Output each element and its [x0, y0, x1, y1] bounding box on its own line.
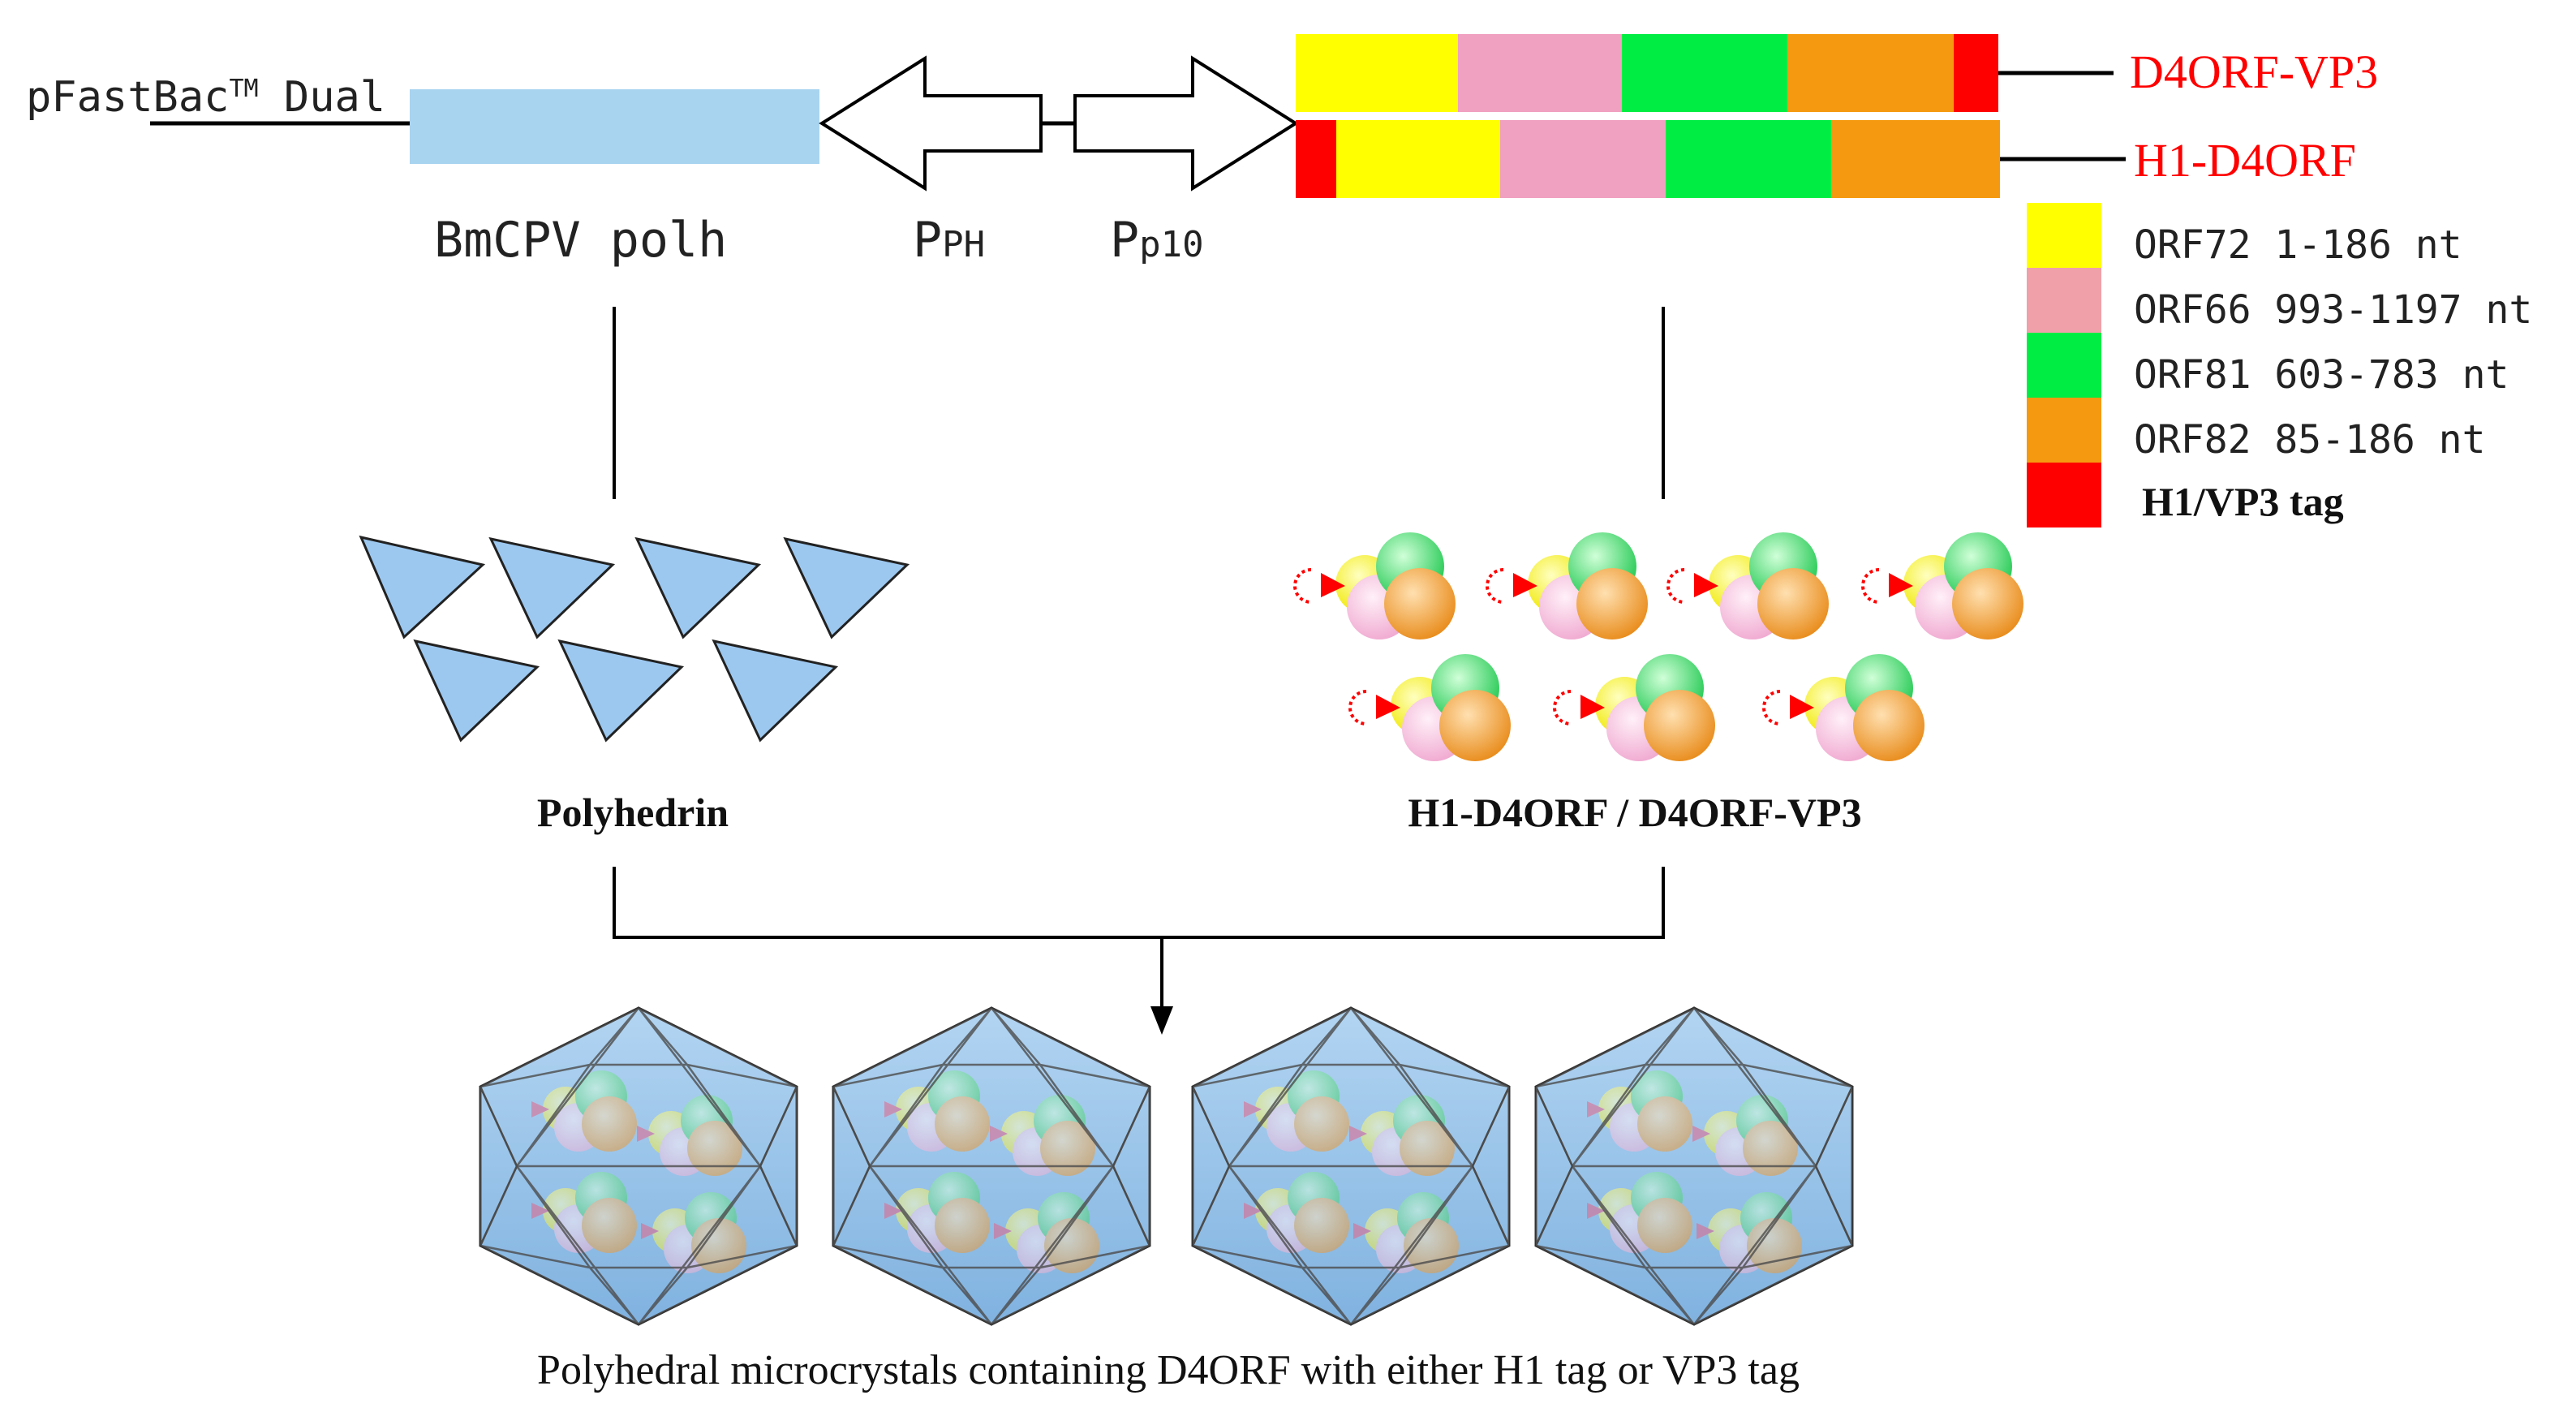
- legend: ORF72 1-186 nt ORF66 993-1197 nt ORF81 6…: [2027, 203, 2532, 527]
- legend-swatch-orf81: [2027, 333, 2101, 398]
- fusion-protein: [1553, 652, 1717, 763]
- fusion-protein: [1762, 652, 1926, 763]
- fusion-protein: [1666, 531, 1830, 641]
- polyhedral-crystal: [833, 1008, 1150, 1324]
- polyhedrin-triangle: [488, 536, 616, 639]
- polyhedral-crystal: [1193, 1008, 1509, 1324]
- polyhedrin-triangle: [783, 536, 910, 639]
- promoter-p10-arrow: [1073, 55, 1299, 192]
- construct-h1-d4orf-bar: [1296, 120, 2000, 198]
- legend-label-orf81: ORF81 603-783 nt: [2134, 352, 2509, 398]
- legend-swatch-orf66: [2027, 268, 2101, 333]
- fusion-protein: [1293, 531, 1457, 641]
- legend-label-tag: H1/VP3 tag: [2142, 479, 2344, 524]
- polyhedrin-triangle: [557, 639, 685, 743]
- promoter-ph-label: PPH: [913, 212, 985, 269]
- polh-gene-label: BmCPV polh: [434, 212, 727, 269]
- legend-swatch-tag: [2027, 463, 2101, 527]
- legend-label-orf66: ORF66 993-1197 nt: [2134, 287, 2532, 333]
- polyhedrin-triangle: [413, 639, 540, 743]
- legend-swatch-orf72: [2027, 203, 2101, 268]
- legend-label-orf82: ORF82 85-186 nt: [2134, 417, 2485, 463]
- polyhedrin-triangle: [712, 639, 839, 743]
- construct-d4orf-vp3-label: D4ORF-VP3: [2130, 45, 2378, 98]
- construct-h1-d4orf-label: H1-D4ORF: [2134, 134, 2356, 187]
- fusion-protein: [1486, 531, 1649, 641]
- polyhedrin-triangles: [359, 535, 910, 743]
- polyhedrin-triangle: [634, 536, 762, 639]
- polyhedrin-label: Polyhedrin: [537, 790, 729, 835]
- merge-arrowhead: [1150, 1006, 1173, 1035]
- fusion-protein: [1348, 652, 1512, 763]
- figure-caption: Polyhedral microcrystals containing D4OR…: [537, 1347, 1800, 1393]
- polyhedral-crystals: [480, 1008, 1852, 1324]
- legend-swatch-orf82: [2027, 398, 2101, 463]
- legend-label-orf72: ORF72 1-186 nt: [2134, 222, 2462, 268]
- polyhedral-crystal: [480, 1008, 797, 1324]
- merge-bracket: [613, 867, 1665, 939]
- promoter-p10-label: Pp10: [1110, 212, 1204, 269]
- promoter-ph-arrow: [819, 55, 1043, 192]
- fusion-protein-label: H1-D4ORF / D4ORF-VP3: [1408, 790, 1861, 835]
- construct-d4orf-vp3-bar: [1296, 34, 1998, 112]
- polyhedral-crystal: [1536, 1008, 1852, 1324]
- polh-gene-box: [410, 89, 819, 164]
- polyhedrin-triangle: [359, 535, 486, 639]
- vector-name-label: pFastBacTM Dual: [26, 73, 385, 122]
- fusion-proteins: [1293, 531, 2025, 763]
- fusion-protein: [1861, 531, 2025, 641]
